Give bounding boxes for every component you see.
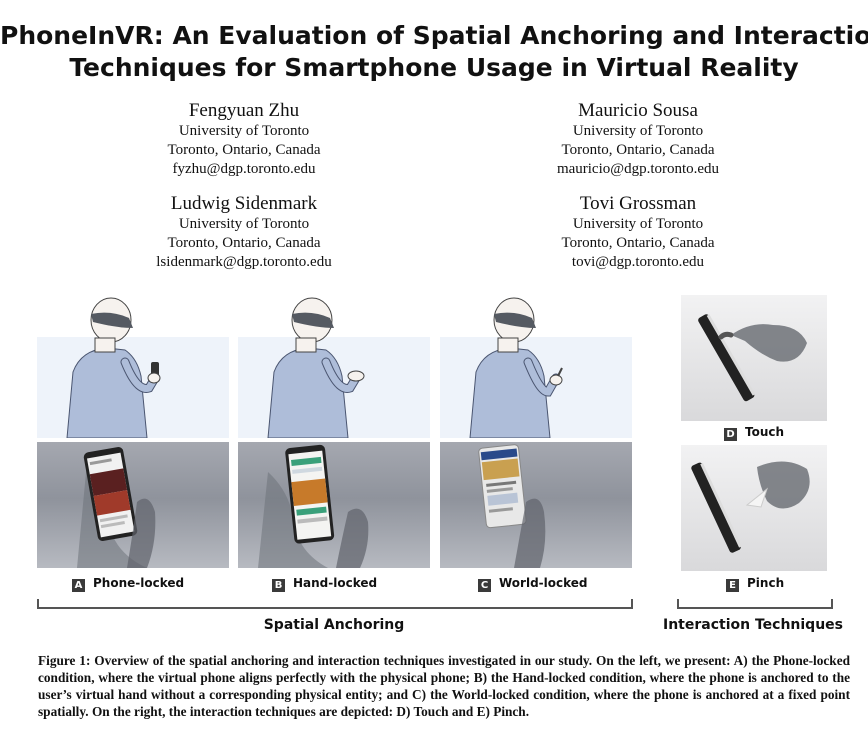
touch-technique-image [681, 295, 827, 421]
panel-label-hand-locked: B Hand-locked [272, 576, 377, 592]
author-block: Mauricio Sousa University of Toronto Tor… [488, 100, 788, 179]
phone-locked-vr-view [37, 442, 229, 568]
group-label-spatial-anchoring: Spatial Anchoring [263, 617, 405, 633]
author-location: Toronto, Ontario, Canada [561, 142, 715, 158]
paper-title: PhoneInVR: An Evaluation of Spatial Anch… [0, 20, 868, 84]
author-location: Toronto, Ontario, Canada [167, 235, 321, 251]
author-email[interactable]: lsidenmark@dgp.toronto.edu [156, 254, 332, 270]
world-locked-user-illustration [440, 292, 632, 438]
author-affiliation: University of Toronto [178, 216, 310, 232]
panel-label-text: World-locked [499, 576, 588, 590]
phone-locked-user-illustration [37, 292, 229, 438]
panel-label-text: Pinch [747, 576, 785, 590]
panel-label-text: Phone-locked [93, 576, 185, 590]
author-affiliation: University of Toronto [178, 123, 310, 139]
spatial-anchoring-bracket [37, 599, 633, 609]
author-name: Mauricio Sousa [578, 100, 698, 121]
world-locked-vr-view [440, 442, 632, 568]
author-location: Toronto, Ontario, Canada [561, 235, 715, 251]
author-affiliation: University of Toronto [572, 216, 704, 232]
author-email[interactable]: tovi@dgp.toronto.edu [571, 254, 705, 270]
hand-locked-vr-view [238, 442, 430, 568]
author-name: Fengyuan Zhu [188, 100, 300, 121]
panel-label-phone-locked: A Phone-locked [72, 576, 184, 592]
author-name: Tovi Grossman [579, 193, 697, 214]
panel-letter-badge: D [724, 428, 737, 441]
author-block: Tovi Grossman University of Toronto Toro… [488, 193, 788, 272]
interaction-techniques-bracket [677, 599, 833, 609]
author-block: Fengyuan Zhu University of Toronto Toron… [94, 100, 394, 179]
panel-label-pinch: E Pinch [726, 576, 784, 592]
hand-locked-user-illustration [238, 292, 430, 438]
panel-letter-badge: C [478, 579, 491, 592]
author-email[interactable]: mauricio@dgp.toronto.edu [556, 161, 720, 177]
author-block: Ludwig Sidenmark University of Toronto T… [94, 193, 394, 272]
author-affiliation: University of Toronto [572, 123, 704, 139]
author-location: Toronto, Ontario, Canada [167, 142, 321, 158]
author-name: Ludwig Sidenmark [170, 193, 318, 214]
panel-label-text: Hand-locked [293, 576, 378, 590]
panel-label-text: Touch [745, 425, 785, 439]
panel-label-touch: D Touch [724, 425, 784, 441]
panel-label-world-locked: C World-locked [478, 576, 588, 592]
paper-title-line-1: PhoneInVR: An Evaluation of Spatial Anch… [0, 21, 868, 50]
paper-title-line-2: Techniques for Smartphone Usage in Virtu… [69, 53, 799, 82]
group-label-interaction-techniques: Interaction Techniques [663, 617, 843, 633]
author-email[interactable]: fyzhu@dgp.toronto.edu [172, 161, 316, 177]
panel-letter-badge: E [726, 579, 739, 592]
figure-caption: Figure 1: Overview of the spatial anchor… [38, 653, 850, 719]
panel-letter-badge: A [72, 579, 85, 592]
panel-letter-badge: B [272, 579, 285, 592]
pinch-technique-image [681, 445, 827, 571]
